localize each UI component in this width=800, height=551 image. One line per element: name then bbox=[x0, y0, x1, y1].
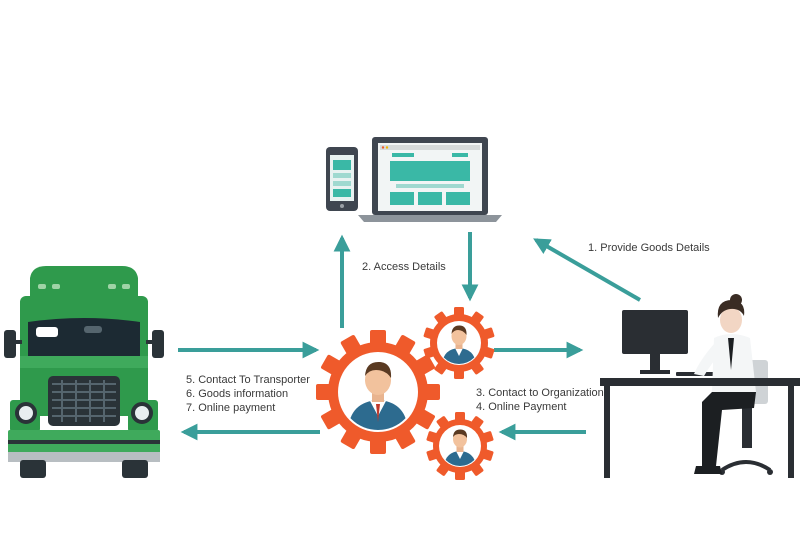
flow-arrows bbox=[178, 232, 641, 441]
label-contact-to-organization: 3. Contact to Organization bbox=[476, 387, 604, 399]
truck-icon bbox=[4, 266, 164, 478]
devices-icon bbox=[326, 137, 502, 222]
label-provide-goods-details: 1. Provide Goods Details bbox=[588, 242, 710, 254]
label-online-payment-transporter: 7. Online payment bbox=[186, 402, 276, 414]
gear-people-icon bbox=[316, 307, 495, 480]
label-online-payment-org: 4. Online Payment bbox=[476, 401, 567, 413]
label-goods-information: 6. Goods information bbox=[186, 388, 289, 400]
label-contact-to-transporter: 5. Contact To Transporter bbox=[186, 374, 310, 386]
arrow-provide-goods-details bbox=[533, 238, 641, 302]
label-access-details: 2. Access Details bbox=[362, 261, 446, 273]
office-worker-icon bbox=[600, 294, 800, 478]
